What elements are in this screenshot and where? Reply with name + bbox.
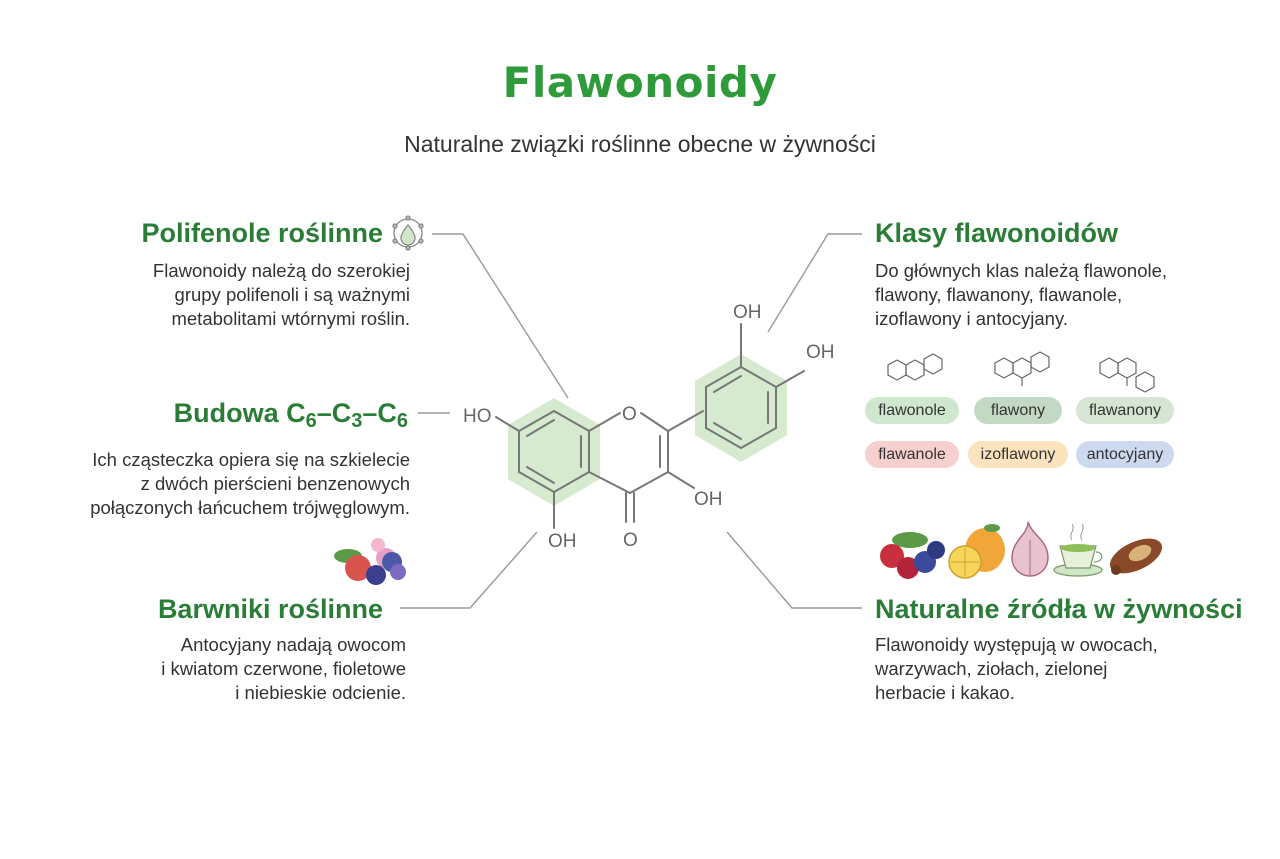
label-oh-c3: OH	[694, 489, 723, 510]
body-line: metabolitami wtórnymi roślin.	[171, 308, 410, 329]
class-pill-flawanole: flawanole	[865, 441, 959, 468]
body-line: i niebieskie odcienie.	[235, 682, 406, 703]
body-budowa: Ich cząsteczka opiera się na szkielecie …	[50, 448, 410, 520]
page-subtitle: Naturalne związki roślinne obecne w żywn…	[404, 131, 876, 157]
green-tea-icon	[1053, 523, 1103, 577]
class-pill-flawony: flawony	[974, 397, 1062, 424]
body-line: flawony, flawanony, flawanole,	[875, 284, 1123, 305]
body-polifenole: Flawonoidy należą do szerokiej grupy pol…	[90, 259, 410, 331]
body-line: i kwiatom czerwone, fioletowe	[161, 658, 406, 679]
body-line: połączonych łańcuchem trójwęglowym.	[90, 497, 410, 518]
leader-klasy	[767, 233, 862, 333]
heading-budowa-part: –C	[316, 398, 352, 428]
body-line: Flawonoidy występują w owocach,	[875, 634, 1158, 655]
page-title: Flawonoidy	[502, 58, 778, 107]
mini-structure-flawony	[994, 351, 1050, 386]
subscript: 6	[396, 410, 408, 432]
body-line: z dwóch pierścieni benzenowych	[140, 473, 410, 494]
subscript: 6	[305, 410, 317, 432]
heading-zrodla: Naturalne źródła w żywności	[875, 594, 1243, 624]
label-o-carbonyl: O	[623, 530, 638, 551]
mini-structures	[887, 351, 1155, 393]
class-pill-antocyjany: antocyjany	[1076, 441, 1174, 468]
body-line: Antocyjany nadają owocom	[180, 634, 406, 655]
class-pill-flawonole: flawonole	[865, 397, 959, 424]
leader-lines	[400, 233, 862, 609]
molecule-labels: OH OH HO O OH OH O	[463, 302, 835, 552]
body-line: Flawonoidy należą do szerokiej	[152, 260, 410, 281]
onion-icon	[1011, 521, 1049, 577]
label-oh-bottom: OH	[548, 531, 577, 552]
label-o-ring: O	[622, 404, 637, 425]
flavonoid-molecule	[495, 323, 805, 529]
heading-klasy: Klasy flawonoidów	[875, 218, 1119, 248]
heading-budowa: Budowa C6–C3–C6	[174, 398, 408, 433]
body-line: warzywach, ziołach, zielonej	[875, 658, 1108, 679]
berries-flower-icon	[334, 538, 406, 585]
ring-b-highlight	[695, 354, 787, 462]
label-oh-top: OH	[733, 302, 762, 323]
drop-molecule-icon	[392, 215, 424, 251]
leader-barwniki	[400, 531, 538, 609]
body-line: izoflawony i antocyjany.	[875, 308, 1068, 329]
class-pill-flawanony: flawanony	[1076, 397, 1174, 424]
body-barwniki: Antocyjany nadają owocom i kwiatom czerw…	[86, 633, 406, 705]
heading-barwniki: Barwniki roślinne	[157, 594, 383, 624]
body-zrodla: Flawonoidy występują w owocach, warzywac…	[875, 633, 1215, 705]
label-ho-left: HO	[463, 406, 492, 427]
cocoa-pod-icon	[1109, 538, 1163, 575]
leader-polifenole	[432, 233, 569, 399]
food-sources-icons	[880, 521, 1163, 579]
body-klasy: Do głównych klas należą flawonole, flawo…	[875, 259, 1215, 331]
body-line: herbacie i kakao.	[875, 682, 1015, 703]
citrus-icon	[948, 524, 1005, 579]
mini-structure-flawonole	[887, 353, 943, 381]
leader-zrodla	[726, 531, 862, 609]
mini-structure-flawanony	[1099, 357, 1155, 393]
body-line: grupy polifenoli i są ważnymi	[174, 284, 410, 305]
heading-polifenole: Polifenole roślinne	[141, 218, 383, 248]
heading-budowa-part: Budowa C	[173, 398, 306, 428]
heading-budowa-part: –C	[362, 398, 397, 428]
label-oh-right: OH	[806, 342, 835, 363]
ring-a-highlight	[508, 398, 600, 506]
subscript: 3	[351, 410, 363, 432]
body-line: Do głównych klas należą flawonole,	[875, 260, 1168, 281]
class-pill-izoflawony: izoflawony	[968, 441, 1068, 468]
berries-icon	[880, 532, 945, 579]
body-line: Ich cząsteczka opiera się na szkielecie	[92, 449, 410, 470]
